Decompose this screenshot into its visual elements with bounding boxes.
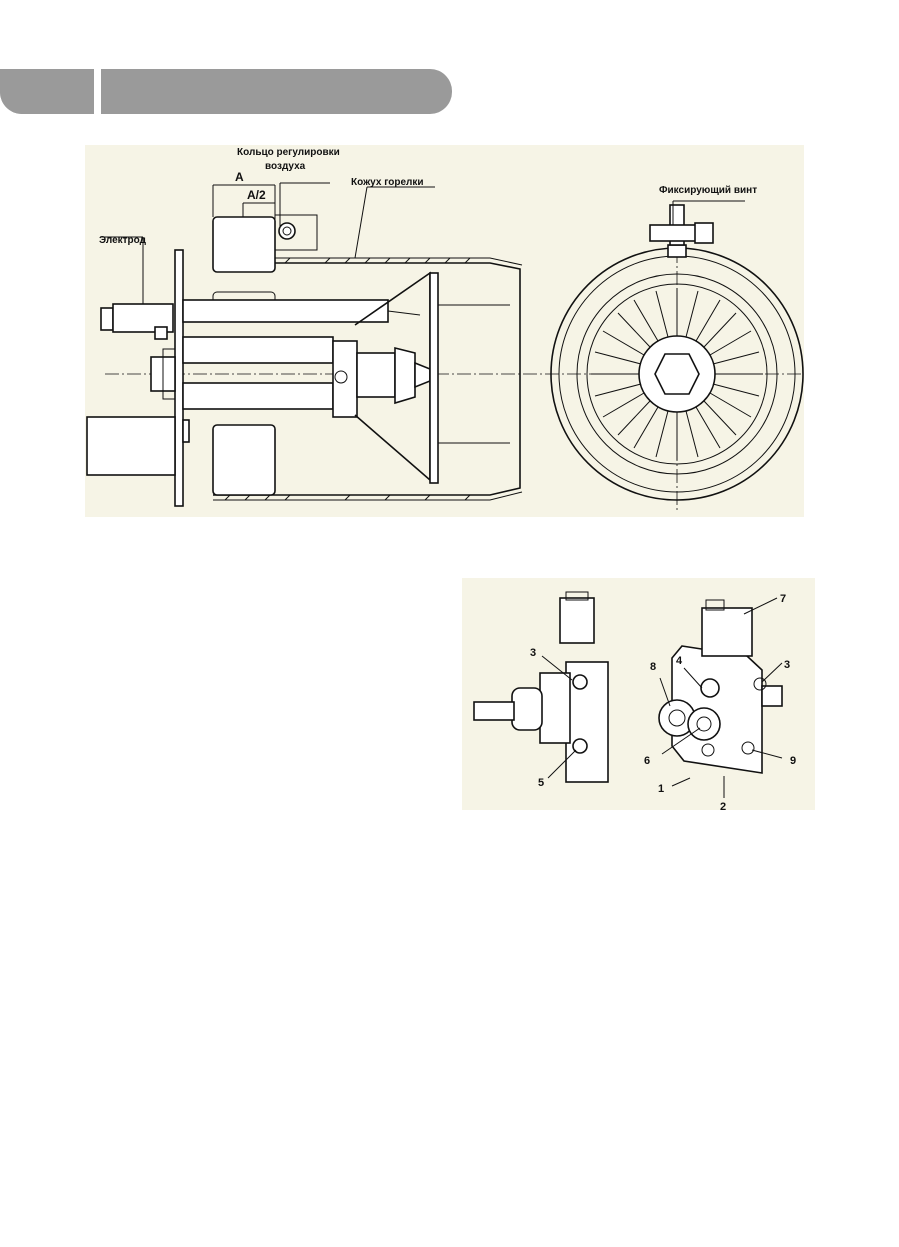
pump-body-right [671,645,763,774]
air-ring-screw [278,222,296,240]
electrode-label: Электрод [99,235,147,246]
oil-pump-drawing: 3 5 7 4 3 8 6 9 1 2 [473,591,796,813]
flange-plate [174,249,184,507]
electrode-tip [100,307,114,331]
callout-1: 1 [658,783,664,795]
oil-tube-lower [182,382,334,410]
oil-tube-upper [182,336,334,364]
air-ring [212,216,276,273]
callout-2: 2 [720,801,726,810]
callout-4: 4 [676,655,683,667]
housing-label: Кожух горелки [351,177,424,188]
air-ring-lower [212,424,276,496]
nozzle-body [356,352,396,398]
callout-7: 7 [780,593,786,605]
electrode-body [112,303,174,333]
pump-hub-left [511,687,543,731]
callout-6: 6 [644,755,650,767]
air-ring-label-2: воздуха [265,161,306,172]
front-view: Фиксирующий винт [550,185,804,501]
dim-a2-label: A/2 [247,188,266,202]
header-tab-left [0,69,94,114]
callout-8: 8 [650,661,656,673]
electrode-rod [182,299,389,323]
hex-nut [654,353,700,395]
header-bar [101,69,452,114]
fixing-screw-label: Фиксирующий винт [659,185,757,196]
callout-leaders [541,597,783,798]
fixing-screw-head [694,222,714,244]
pump-shaft-left [473,701,515,721]
callout-3-left: 3 [530,647,536,659]
burner-head-drawing: A A/2 Электрод Кольцо регулировки воздух… [86,147,804,510]
callout-5: 5 [538,777,544,789]
air-ring-label: Кольцо регулировки [237,147,340,158]
burner-head-figure: A A/2 Электрод Кольцо регулировки воздух… [85,145,804,517]
housing-tube [213,262,521,496]
nozzle-nut [394,346,416,405]
diffuser-disc [429,272,439,484]
oil-pump-figure: 3 5 7 4 3 8 6 9 1 2 [462,578,815,813]
nozzle-tip [414,361,431,389]
diffuser-vanes [591,288,763,460]
nozzle-holder [332,340,358,418]
dim-a-label: A [235,170,244,184]
pump-flange-left [539,672,571,744]
callout-9: 9 [790,755,796,767]
solenoid-left [559,597,595,644]
callout-3-right: 3 [784,659,790,671]
pump-shaft-right [761,685,783,707]
clamp-base [667,244,687,258]
lower-block [86,416,176,476]
solenoid-right [701,607,753,657]
